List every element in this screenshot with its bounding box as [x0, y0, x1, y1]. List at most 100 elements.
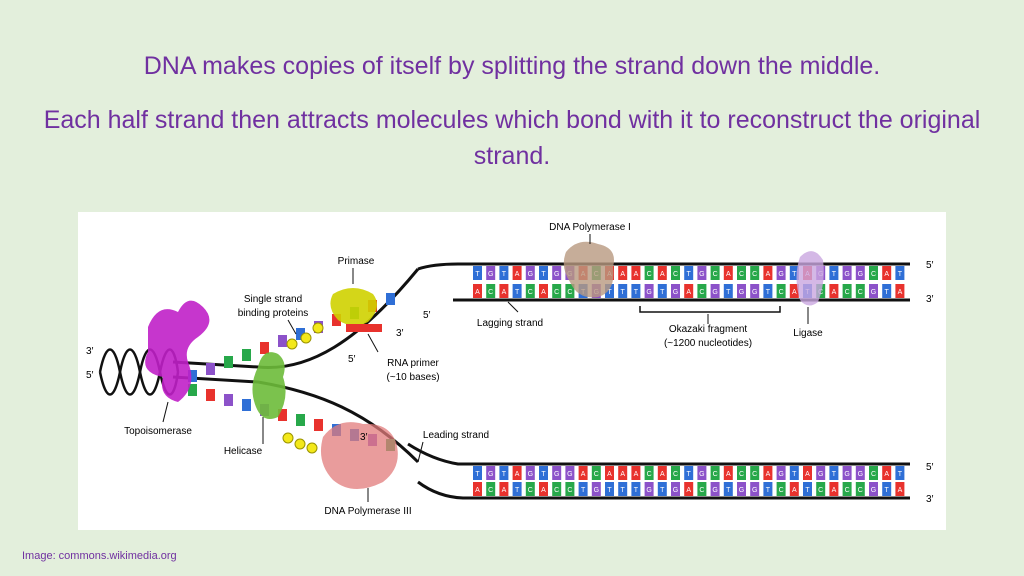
bottom-template-base-letter: A [766, 471, 771, 478]
top-new-base-letter: C [845, 289, 850, 296]
top-new-base [671, 284, 680, 298]
bottom-new-base-letter: G [712, 487, 717, 494]
top-template-base [829, 266, 839, 280]
bottom-template-base [486, 466, 496, 480]
bottom-new-base [618, 482, 628, 496]
bottom-template-base [789, 466, 799, 480]
top-template-base [882, 266, 892, 280]
bottom-new-base [631, 482, 641, 496]
bottom-new-base [895, 482, 905, 496]
top-new-base-letter: G [871, 289, 876, 296]
top-new-base [539, 284, 548, 298]
slide-title-line1: DNA makes copies of itself by splitting … [143, 52, 881, 80]
bottom-template-base-letter: C [673, 471, 678, 478]
bottom-new-base [671, 482, 680, 496]
top-new-base [525, 284, 535, 298]
bottom-template-base-letter: C [739, 471, 744, 478]
bottom-new-base [816, 482, 826, 496]
bottom-new-base [578, 482, 588, 496]
top-template-base [473, 266, 482, 280]
top-template-base-letter: C [647, 271, 652, 278]
bottom-template-base [723, 466, 733, 480]
bottom-new-base-letter: C [699, 487, 704, 494]
top-template-base-letter: G [699, 271, 704, 278]
bottom-new-base-letter: G [646, 487, 651, 494]
top-strand-bases: TGTAGTGGACAAACACTGCACCAGTAGTGGCATACATCAC… [473, 266, 905, 298]
image-credit: Image: commons.wikimedia.org [22, 550, 177, 562]
bottom-new-base [605, 482, 614, 496]
bottom-new-base-letter: C [779, 487, 784, 494]
label-ssb-line1: Single strand [244, 294, 302, 305]
top-new-base [657, 284, 667, 298]
bottom-new-base [855, 482, 865, 496]
bottom-new-base-letter: T [581, 487, 586, 494]
prime-left-5: 5′ [86, 370, 94, 381]
top-template-base [684, 266, 694, 280]
top-new-base-letter: T [885, 289, 890, 296]
bottom-new-base-letter: T [766, 487, 771, 494]
top-template-base-letter: G [528, 271, 533, 278]
bottom-template-base-letter: G [818, 471, 823, 478]
bottom-new-base-letter: G [871, 487, 876, 494]
top-new-base-letter: A [541, 289, 546, 296]
label-ssb-line2: binding proteins [238, 308, 309, 319]
top-new-base [644, 284, 654, 298]
top-new-base [842, 284, 852, 298]
top-template-base [710, 266, 720, 280]
top-template-base [525, 266, 535, 280]
bottom-new-base [829, 482, 839, 496]
top-template-base-letter: T [502, 271, 507, 278]
top-template-base [657, 266, 667, 280]
bottom-new-base [697, 482, 707, 496]
top-new-base [631, 284, 641, 298]
bottom-template-base-letter: C [871, 471, 876, 478]
bottom-new-base [565, 482, 575, 496]
bottom-template-base-letter: C [594, 471, 599, 478]
fork-lower-base [296, 414, 305, 426]
top-template-base-letter: A [726, 271, 731, 278]
bottom-new-base [657, 482, 667, 496]
label-dna-polymerase-i: DNA Polymerase I [549, 222, 631, 233]
top-new-base [605, 284, 614, 298]
bottom-new-base-letter: A [686, 487, 691, 494]
bottom-new-base [803, 482, 812, 496]
top-template-base [631, 266, 641, 280]
top-template-base [895, 266, 905, 280]
top-template-base [512, 266, 522, 280]
bottom-new-base [789, 482, 799, 496]
top-new-base-letter: A [832, 289, 837, 296]
bottom-new-base-letter: A [541, 487, 546, 494]
bottom-template-base [842, 466, 852, 480]
bottom-template-base [816, 466, 826, 480]
bottom-new-base-letter: G [594, 487, 599, 494]
bottom-new-base-letter: C [528, 487, 533, 494]
top-template-base-letter: A [515, 271, 520, 278]
top-new-base-letter: C [779, 289, 784, 296]
top-template-base-letter: C [752, 271, 757, 278]
bottom-template-base [869, 466, 878, 480]
top-new-base-letter: C [554, 289, 559, 296]
top-new-base [618, 284, 628, 298]
top-template-base [855, 266, 865, 280]
top-new-base [684, 284, 694, 298]
fork-upper-base [206, 363, 215, 375]
bottom-template-base [750, 466, 760, 480]
top-template-base-letter: C [739, 271, 744, 278]
top-template-base-letter: G [858, 271, 863, 278]
bottom-template-base [657, 466, 667, 480]
ssb-proteins-bottom [282, 432, 318, 454]
bottom-new-base-letter: C [845, 487, 850, 494]
bottom-template-base-letter: G [488, 471, 493, 478]
top-template-base-letter: C [871, 271, 876, 278]
label-lagging-strand: Lagging strand [477, 318, 543, 329]
bottom-template-base-letter: A [607, 471, 612, 478]
bottom-template-base [895, 466, 905, 480]
bottom-template-base-letter: T [687, 471, 692, 478]
top-template-base [671, 266, 680, 280]
prime-top-right-3: 3′ [926, 294, 934, 305]
fork-upper-base [224, 356, 233, 368]
top-new-base-letter: T [515, 289, 520, 296]
top-new-base [710, 284, 720, 298]
bottom-new-backbone [417, 480, 910, 500]
